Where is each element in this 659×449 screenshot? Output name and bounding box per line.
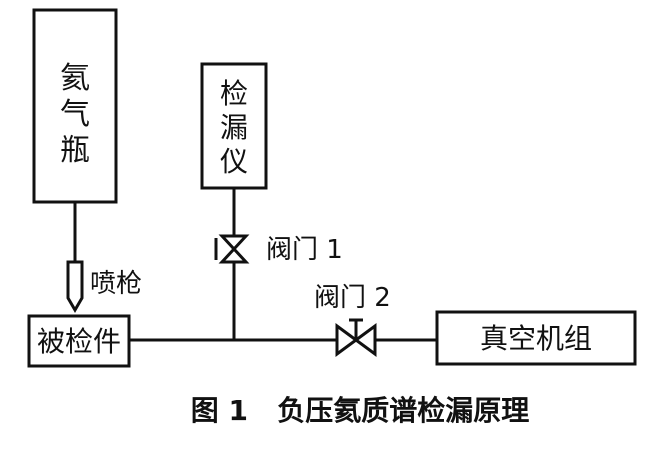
helium-cylinder-label-1: 氦 <box>60 61 90 96</box>
leak-detector-label-1: 检 <box>220 77 248 110</box>
helium-cylinder-label-3: 瓶 <box>60 133 90 168</box>
spray-gun-icon <box>66 260 84 313</box>
leak-detector-label-3: 仪 <box>220 145 248 178</box>
helium-cylinder-label-2: 气 <box>60 97 90 132</box>
valve1-label: 阀门 1 <box>266 235 343 265</box>
valve1-icon <box>214 234 250 264</box>
valve2-label: 阀门 2 <box>314 283 391 313</box>
vacuum-unit-box <box>435 310 637 366</box>
valve2-icon <box>335 318 377 357</box>
vacuum-unit-label: 真空机组 <box>480 322 592 355</box>
figure-caption: 图 1 负压氦质谱检漏原理 <box>191 394 529 427</box>
leak-detector-label-2: 漏 <box>220 111 248 144</box>
spray-gun-label: 喷枪 <box>90 269 142 299</box>
test-piece-label: 被检件 <box>37 325 121 358</box>
